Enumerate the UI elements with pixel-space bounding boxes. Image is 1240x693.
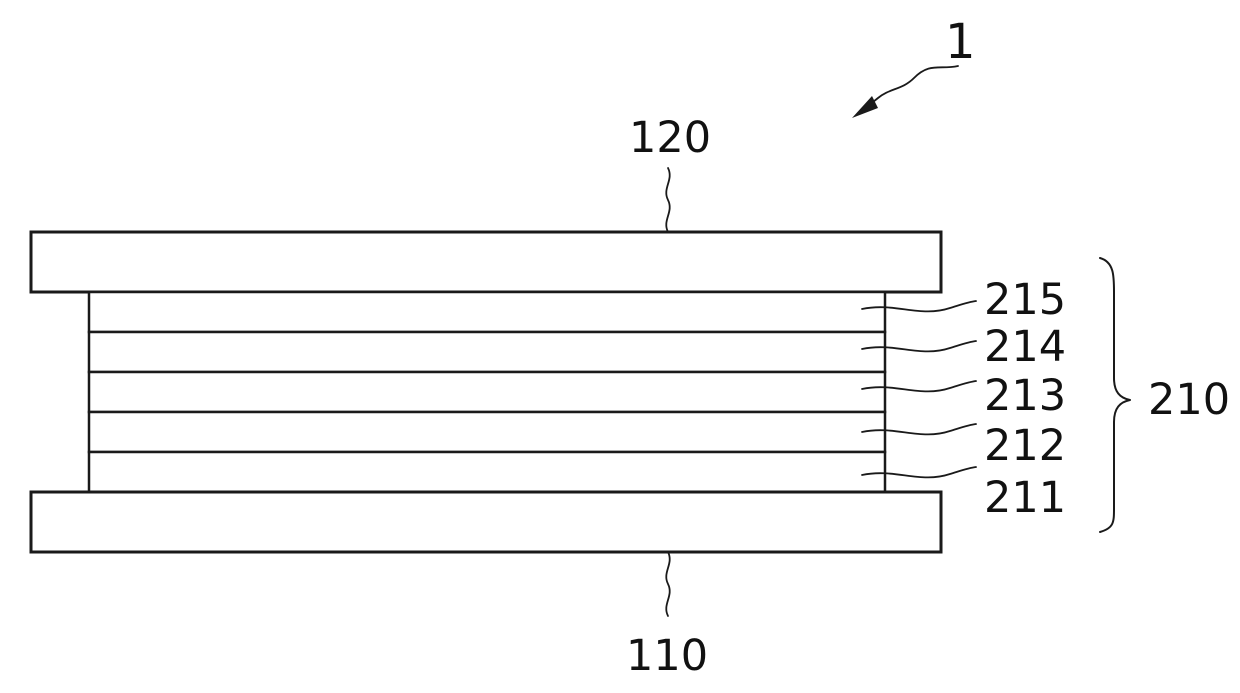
device-ref-label: 1 [945, 14, 976, 70]
layer-211-ref-label: 211 [984, 473, 1066, 523]
layer-214-ref-label: 214 [984, 322, 1066, 372]
top-plate-ref-label: 120 [629, 113, 711, 163]
layer-215 [89, 292, 885, 332]
layer-stack [89, 292, 885, 492]
layer-214 [89, 332, 885, 372]
layer-213-ref-label: 213 [984, 371, 1066, 421]
layer-212-ref-label: 212 [984, 421, 1066, 471]
layer-stack-brace [1100, 258, 1130, 532]
layer-211 [89, 452, 885, 492]
device-ref-arrowhead [852, 96, 878, 118]
layer-212 [89, 412, 885, 452]
bottom-plate-leader [666, 552, 669, 616]
bottom-plate [31, 492, 941, 552]
bottom-plate-ref-label: 110 [626, 631, 708, 681]
top-plate [31, 232, 941, 292]
layer-stack-ref-label: 210 [1148, 375, 1230, 425]
layer-213 [89, 372, 885, 412]
top-plate-leader [666, 168, 669, 232]
layer-215-ref-label: 215 [984, 275, 1066, 325]
